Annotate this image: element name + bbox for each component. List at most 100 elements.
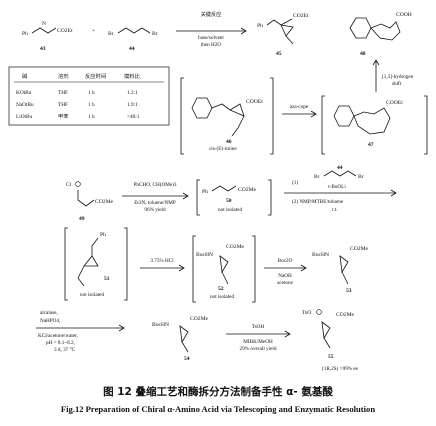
compound-44-br-left-2: Br <box>314 174 320 180</box>
compound-48-group: COOH <box>396 12 412 18</box>
enzyme-cond-2: NaHPO4, <box>40 318 60 324</box>
compound-49: Cl CO2Me 49 <box>66 181 114 222</box>
base-screening-table: 碱 溶剂 反应时间 摸料比 KOtBu THF 1 h 1.2:1 NaOtBu… <box>8 66 170 126</box>
compound-55: TsO CO2Me 55 (1R,2S) >99% ee <box>302 309 359 372</box>
compound-47: COOEt 47 <box>321 95 428 155</box>
compound-43: Ph N CO2Et 43 <box>22 21 73 52</box>
compound-53-number: 53 <box>346 288 352 294</box>
overall-yield: 29% overall yield <box>240 346 277 352</box>
compound-43-group: CO2Et <box>57 28 73 34</box>
compound-46-group: COOEt <box>246 99 263 105</box>
compound-51-note: not isolated <box>80 292 104 298</box>
compound-51-number: 51 <box>104 276 110 282</box>
plus-sign: + <box>92 28 95 34</box>
table-row2-time: 1 h <box>88 102 95 108</box>
table-row3-time: 1 h <box>88 114 95 120</box>
compound-52: BocHN CO2Me 52 not isolated <box>192 235 256 303</box>
svg-text:N: N <box>42 21 46 27</box>
table-header-ratio: 摸料比 <box>124 72 140 80</box>
caption-chinese: 图 12 叠缩工艺和酶拆分方法制备手性 α- 氨基酸 <box>103 385 333 398</box>
compound-54-group: CO2Me <box>190 316 209 322</box>
compound-50-number: 50 <box>226 198 232 204</box>
table-row2-solvent: THF <box>58 102 68 108</box>
compound-50-ph: Ph <box>202 189 208 195</box>
compound-52-number: 52 <box>218 286 224 292</box>
compound-45-number: 45 <box>276 51 282 57</box>
compound-52-note: not isolated <box>210 294 234 300</box>
boc-cond-2: NaOH <box>278 273 292 279</box>
enzyme-cond-1: alcalase, <box>40 310 58 316</box>
compound-44-number-2: 44 <box>337 165 343 171</box>
compound-44-br-right-2: Br <box>358 174 364 180</box>
compound-45: Ph CO2Et 45 <box>257 13 309 57</box>
arrow-enzymatic-resolution: alcalase, NaHPO4, KCl/acetone/water, pH … <box>36 310 125 353</box>
table-row3-base: LiOtBu <box>16 114 33 120</box>
cond1-line3: 96% yield <box>144 207 166 213</box>
table-row1-base: KOtBu <box>16 90 32 96</box>
table-header-base: 碱 <box>22 73 28 80</box>
compound-51: Ph 51 not isolated <box>64 227 128 301</box>
compound-53-boc: BocHN <box>312 252 329 258</box>
boc-cond-3: acetone <box>277 280 294 286</box>
compound-46-number: 46 <box>226 139 232 145</box>
table-row2-ratio: 1.9:1 <box>127 102 138 108</box>
table-row3-ratio: >40:1 <box>127 114 140 120</box>
compound-48-number: 48 <box>360 51 366 57</box>
arrow-hcl: 3.75% HCl <box>140 258 185 272</box>
step1-reagent: t-BuOLi <box>328 184 346 190</box>
compound-47-group: COOEt <box>386 100 403 106</box>
arrow-tsoh: TsOH MIBK/MeOH 29% overall yield <box>226 324 291 352</box>
compound-55-ee: (1R,2S) >99% ee <box>322 365 359 372</box>
compound-47-number: 47 <box>368 142 374 148</box>
compound-52-group: CO2Me <box>226 244 245 250</box>
arrow-condition-top: 关键反应 <box>201 10 222 18</box>
compound-55-group: CO2Me <box>336 312 355 318</box>
compound-49-cl: Cl <box>66 182 72 188</box>
compound-53: BocHN CO2Me 53 <box>312 246 369 294</box>
compound-55-number: 55 <box>328 354 334 360</box>
compound-44-top: Br Br 44 <box>108 27 158 52</box>
compound-46-subtitle: cis-(E)-imine <box>209 145 237 152</box>
step1-number: (1) <box>292 179 298 186</box>
compound-54-boc: BocHN <box>152 322 169 328</box>
enzyme-cond-3: KCl/acetone/water, <box>38 333 78 339</box>
compound-50-note: not isolated <box>218 207 242 213</box>
hydrogen-shift-label: [1,3]-hydrogen <box>382 74 414 80</box>
compound-44-br-left: Br <box>108 31 114 37</box>
compound-50-group: CO2Me <box>238 187 257 193</box>
compound-50: Ph CO2Me 50 not isolated <box>196 179 272 216</box>
compound-43-ph: Ph <box>22 31 28 37</box>
arrow-key-reaction: 关键反应 base/solvent then H2O <box>176 10 247 48</box>
table-row3-solvent: 甲苯 <box>58 112 69 120</box>
compound-52-boc: BocHN <box>196 252 213 258</box>
compound-43-number: 43 <box>40 46 46 52</box>
table-row1-ratio: 1.2:1 <box>127 90 138 96</box>
arrow-cyclopropanation: (1) Br Br 44 t-BuOLi (2) NMP/MTBE/toluen… <box>284 165 397 213</box>
hcl-condition: 3.75% HCl <box>150 258 174 264</box>
caption-english: Fig.12 Preparation of Chiral α-Amino Aci… <box>61 404 375 414</box>
compound-44-number: 44 <box>129 46 135 52</box>
arrow-condition-bot: then H2O <box>201 42 222 48</box>
table-row1-time: 1 h <box>88 90 95 96</box>
compound-53-group: CO2Me <box>350 246 369 252</box>
cond1-line2: Et3N, toluene/NMP <box>134 200 176 206</box>
compound-46: COOEt 46 cis-(E)-imine <box>180 77 274 155</box>
compound-51-ph: Ph <box>100 232 106 238</box>
step2-conditions: (2) NMP/MTBE/toluene <box>292 198 344 205</box>
table-header-solvent: 溶剂 <box>58 72 69 80</box>
compound-45-ph: Ph <box>257 23 263 29</box>
compound-48: COOH 48 <box>349 12 412 57</box>
table-row1-solvent: THF <box>58 90 68 96</box>
hydrogen-shift-label-2: shift <box>392 80 402 87</box>
compound-45-group: CO2Et <box>293 13 309 19</box>
table-row2-base: NaOtBu <box>16 102 34 108</box>
step2-temperature: r.t. <box>332 207 337 213</box>
arrow-condition-mid: base/solvent <box>198 35 224 41</box>
compound-49-group: CO2Me <box>95 199 114 205</box>
arrow-aza-cope: aza-cope <box>282 104 317 118</box>
cond1-line1: PhCHO, CH(OMe)3 <box>134 181 177 188</box>
boc-cond-1: Boc2O <box>278 258 293 264</box>
compound-55-tso: TsO <box>302 310 311 316</box>
compound-49-number: 49 <box>79 216 85 222</box>
